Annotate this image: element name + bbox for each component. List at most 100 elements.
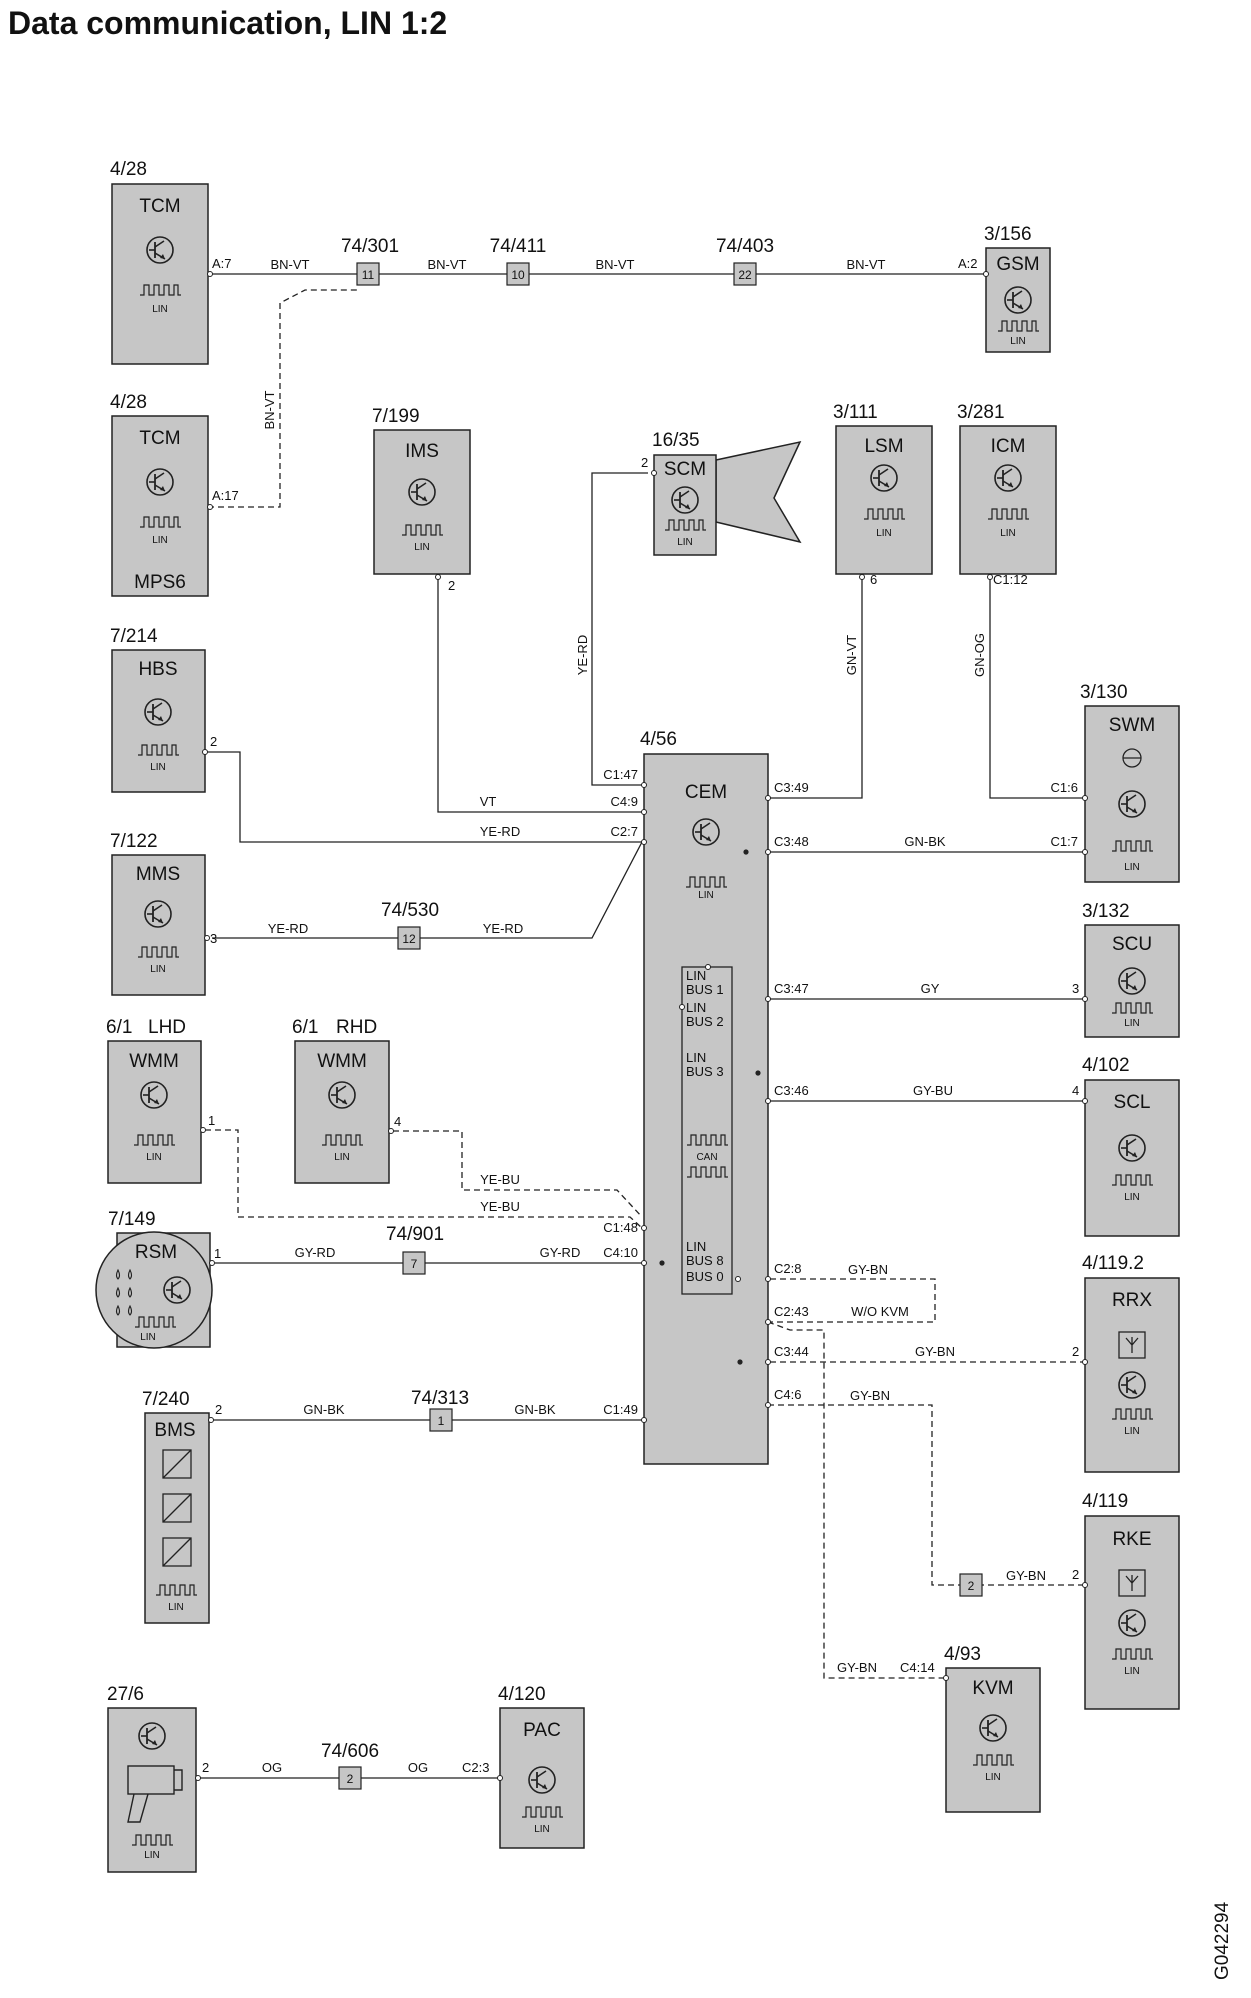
pin-label: C2:8 [774,1261,801,1276]
speaker-icon [715,440,802,544]
rain-drops-icon [115,1268,133,1316]
module-ref: 7/122 [110,831,158,852]
module-name: HBS [138,659,177,680]
bus-label: LIN [1124,862,1140,873]
splice-ref: 74/606 [321,1741,379,1762]
bus-label: LIN [985,1772,1001,1783]
page-title: Data communication, LIN 1:2 [8,5,447,41]
module-ref: 4/119.2 [1082,1253,1144,1274]
module-rrx: 4/119.2 RRX LIN 2 [1072,1253,1180,1473]
pin-label: 6 [870,572,877,587]
pin-label: C4:10 [603,1245,638,1260]
bus-label: LIN [698,890,714,901]
wire-label: GN-VT [844,635,859,676]
pin-label: C3:44 [774,1344,809,1359]
wire-label: GN-OG [972,633,987,677]
wire-label: GY [921,981,940,996]
module-lsm: 3/111 LSM LIN 6 [833,402,933,587]
pin-label: A:17 [212,488,239,503]
wire-label: BN-VT [262,390,277,429]
module-tcm: 4/28 TCM LIN A:7 [110,159,232,365]
module-name: SCM [664,459,706,480]
wire-label: BN-VT [428,257,467,272]
splice-ref: 74/403 [716,236,774,257]
module-name: WMM [317,1051,367,1072]
bus-label: LIN [1124,1666,1140,1677]
module-tcm-mps6: 4/28 TCM LIN MPS6 A:17 [110,392,239,597]
bus-label: LIN [150,762,166,773]
module-qualifier: RHD [336,1017,377,1038]
pin-label: C4:6 [774,1387,801,1402]
module-name: SCU [1112,934,1152,955]
module-wmm-lhd: 6/1 LHD WMM LIN 1 [106,1017,215,1184]
bus-label: LIN [144,1850,160,1861]
module-rsm: 7/149 RSM LIN 1 [95,1209,221,1349]
wire-label: YE-RD [480,824,520,839]
module-subname: MPS6 [134,572,186,593]
bus-label: LIN [1124,1192,1140,1203]
splice-ref: 74/411 [490,236,547,257]
module-name: WMM [129,1051,179,1072]
wire-label: GY-BN [1006,1568,1046,1583]
pin-label: 1 [214,1246,221,1261]
bus-label: LIN [1010,336,1026,347]
bus-name: BUS 8 [686,1253,724,1268]
bus-label: LIN [534,1824,550,1835]
module-name: SWM [1109,715,1155,736]
splice-ref: 74/301 [341,236,399,257]
wire-label: GY-BN [848,1262,888,1277]
bus-label: LIN [140,1332,156,1343]
bus-name: LIN [686,968,706,983]
bus-label: LIN [168,1602,184,1613]
wire-label: W/O KVM [851,1304,909,1319]
pin-label: 4 [394,1114,401,1129]
module-ref: 7/214 [110,626,158,647]
wire-label: OG [408,1760,428,1775]
module-name: RRX [1112,1290,1152,1311]
module-name: SCL [1114,1092,1151,1113]
bus-label: LIN [334,1152,350,1163]
pin-label: C2:43 [774,1304,809,1319]
module-ref: 7/149 [108,1209,156,1230]
wire-label: BN-VT [847,257,886,272]
splice-ref: 74/901 [386,1224,444,1245]
module-name: TCM [139,428,180,449]
pin-label: 2 [202,1760,209,1775]
module-name: RKE [1112,1529,1151,1550]
module-horn: 27/6 LIN 2 [107,1684,209,1873]
module-ref: 3/281 [957,402,1005,423]
wire-label: GY-RD [295,1245,336,1260]
wire-label: BN-VT [596,257,635,272]
pin-label: 2 [1072,1567,1079,1582]
wire-label: VT [480,794,497,809]
module-name: RSM [135,1242,177,1263]
wire-label: YE-RD [483,921,523,936]
bus-label: LIN [146,1152,162,1163]
can-label: CAN [696,1152,717,1163]
module-bms: 7/240 BMS LIN 2 [142,1389,222,1624]
module-qualifier: LHD [148,1017,186,1038]
pin-label: C1:49 [603,1402,638,1417]
module-name: IMS [405,441,439,462]
pin-label: C1:47 [603,767,638,782]
wire-label: GN-BK [514,1402,556,1417]
wire-label: GY-RD [540,1245,581,1260]
module-ref: 27/6 [107,1684,144,1705]
splice-ref: 74/313 [411,1388,469,1409]
pin-label: C1:48 [603,1220,638,1235]
module-name: GSM [996,254,1039,275]
module-ref: 3/156 [984,224,1032,245]
splice-number: 12 [402,932,416,946]
pin-label: A:2 [958,256,978,271]
module-ref: 16/35 [652,430,700,451]
steering-wheel-icon [1122,748,1142,768]
module-ref: 4/28 [110,159,147,180]
bus-name: BUS 1 [686,982,724,997]
pin-label: C2:3 [462,1760,489,1775]
bus-label: LIN [677,537,693,548]
wire-label: GY-BN [915,1344,955,1359]
pin-label: 2 [448,578,455,593]
module-ref: 6/1 [292,1017,318,1038]
pin-label: 2 [210,734,217,749]
